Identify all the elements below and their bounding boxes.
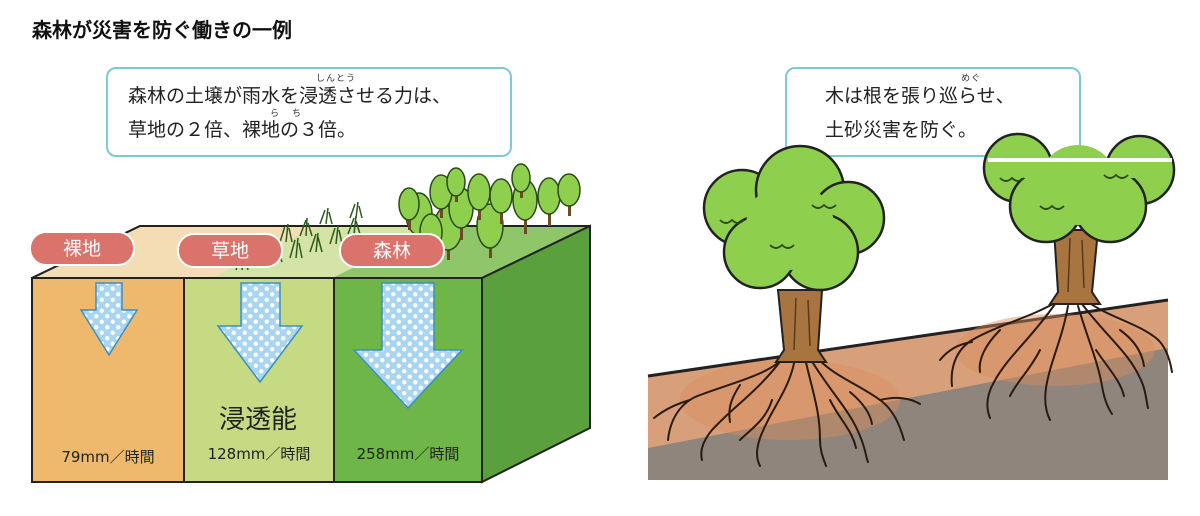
forest-rate: 258mm／時間: [357, 445, 460, 463]
figure-title: 森林が災害を防ぐ働きの一例: [32, 18, 292, 42]
right-callout-line2: 土砂災害を防ぐ。: [825, 119, 978, 141]
tree2: [982, 132, 1176, 305]
left-callout: 森林の土壌が雨水を浸透させる力は、 草地の２倍、裸地の３倍。: [106, 67, 512, 157]
ruby-megu: めぐ: [961, 74, 982, 84]
right-callout-line1: 木は根を張り巡らせ、: [825, 85, 1015, 107]
right-callout: 木は根を張り巡らせ、 土砂災害を防ぐ。: [785, 67, 1081, 157]
tree1-roots: [653, 351, 921, 467]
forest-infiltration-arrow: [352, 282, 464, 410]
ruby-chi: ち: [292, 109, 303, 119]
grass-rate: 128mm／時間: [208, 445, 311, 463]
forest-trees: [398, 163, 581, 260]
slope-cross-section: [647, 298, 1169, 480]
forest-tag-label: 森林: [373, 240, 411, 262]
grass-infiltration-arrow: [216, 282, 304, 384]
ruby-ra: ら: [270, 109, 281, 119]
grass-tag-label: 草地: [211, 240, 249, 262]
forest-tag: 森林: [339, 233, 445, 268]
tree1: [702, 144, 886, 363]
bare-tag: 裸地: [29, 231, 135, 266]
bare-tag-label: 裸地: [63, 238, 101, 260]
bare-infiltration-arrow: [79, 282, 139, 357]
left-callout-line2: 草地の２倍、裸地の３倍。: [128, 119, 357, 141]
tree2-roots: [939, 299, 1173, 421]
bare-rate: 79mm／時間: [61, 448, 154, 466]
infiltration-label: 浸透能: [219, 405, 297, 435]
left-callout-line1: 森林の土壌が雨水を浸透させる力は、: [128, 85, 452, 107]
ruby-shinto: しんとう: [316, 74, 357, 84]
grass-tag: 草地: [177, 233, 283, 268]
